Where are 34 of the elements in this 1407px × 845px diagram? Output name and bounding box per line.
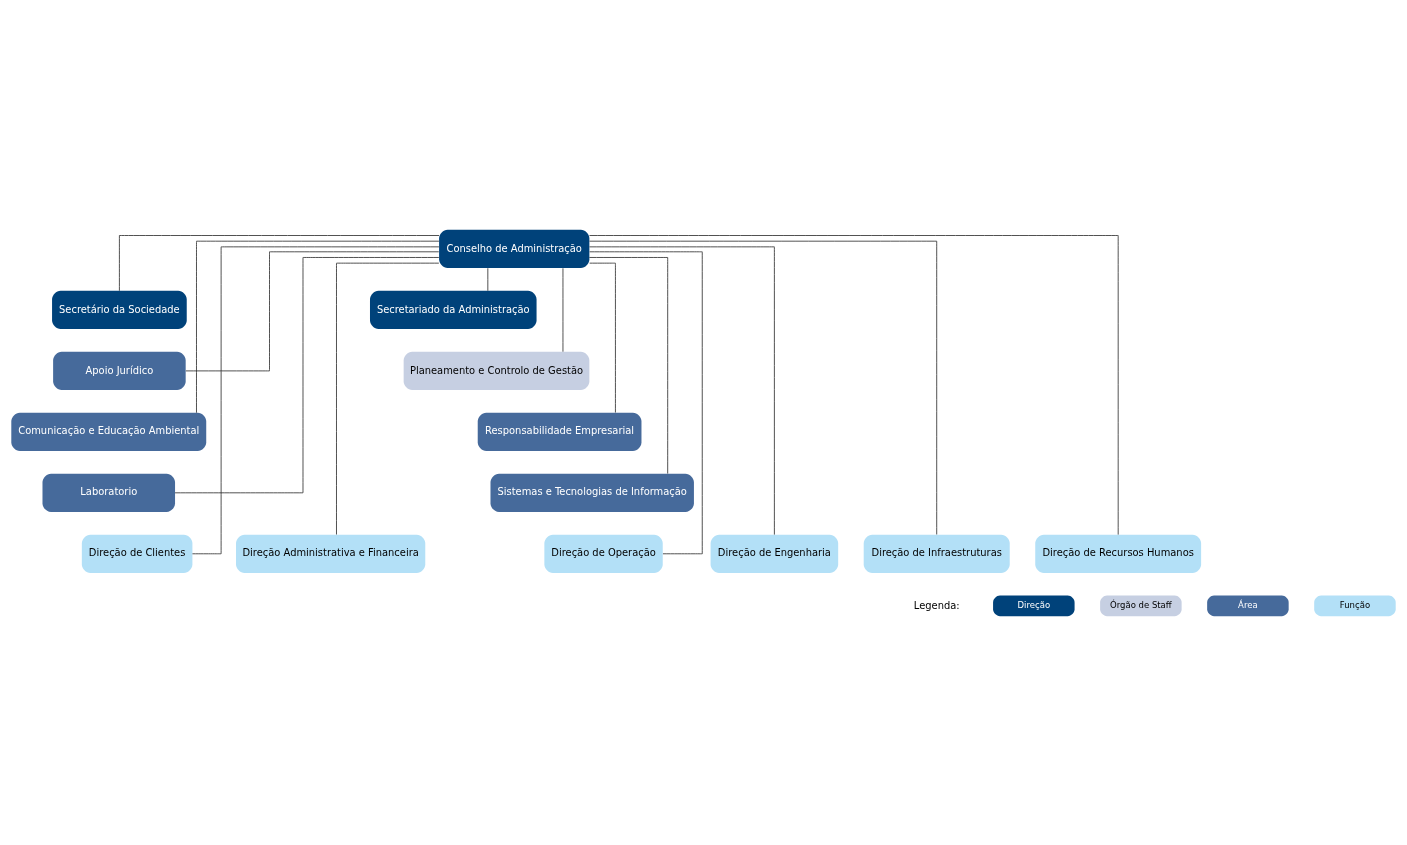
legend-label: Direção [1017, 599, 1051, 610]
connector [589, 234, 1119, 535]
connector [588, 256, 669, 474]
connector [589, 250, 703, 554]
connector [589, 245, 775, 535]
connector [192, 245, 440, 554]
legend-label: Órgão de Staff [1110, 599, 1172, 610]
connector [589, 240, 938, 535]
connector [336, 262, 440, 535]
connector [589, 262, 616, 413]
connector [174, 256, 440, 493]
node-box: Planeamento e Controlo de Gestão [403, 351, 590, 390]
node-box: Direção Administrativa e Financeira [236, 534, 426, 573]
connector [118, 234, 440, 291]
node-box: Sistemas e Tecnologias de Informação [490, 473, 694, 512]
node-box: Direção de Recursos Humanos [1035, 534, 1202, 573]
node-box: Laboratorio [42, 473, 176, 512]
node-box: Comunicação e Educação Ambiental [11, 412, 207, 451]
node-box: Direção de Infraestruturas [863, 534, 1010, 573]
connector [196, 240, 440, 413]
node-box: Direção de Operação [544, 534, 663, 573]
connector [562, 267, 564, 352]
label: Legenda: [913, 599, 960, 611]
node-box: Secretário da Sociedade [52, 290, 187, 329]
connector [185, 250, 440, 371]
node-box: Apoio Jurídico [53, 351, 186, 390]
legend-label: Função [1339, 599, 1371, 610]
node-box: Secretariado da Administração [370, 290, 537, 329]
legend-label: Área [1238, 599, 1258, 610]
node-box: Direção de Clientes [81, 534, 193, 573]
node-box: Direção de Engenharia [710, 534, 839, 573]
node-box: Conselho de Administração [439, 229, 590, 268]
connector [487, 267, 489, 291]
node-box: Responsabilidade Empresarial [477, 412, 642, 451]
